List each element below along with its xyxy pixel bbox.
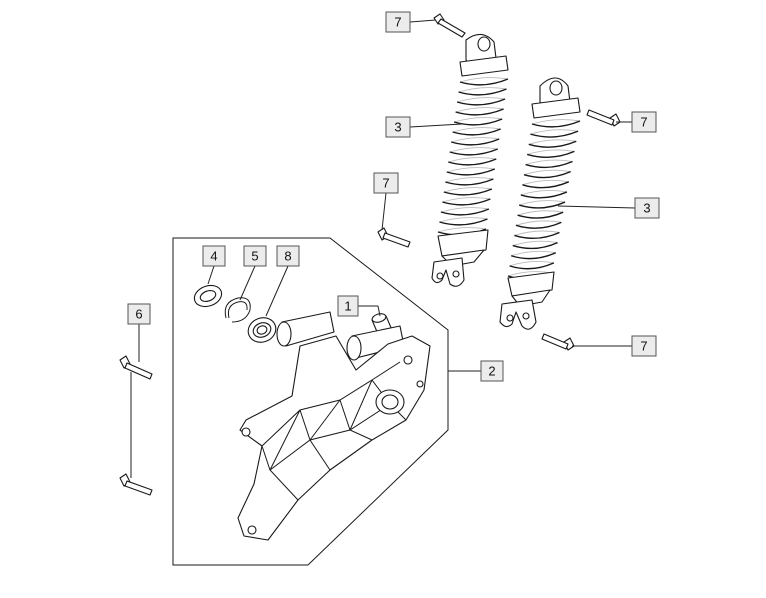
callout-7-right-upper: 7 (631, 111, 657, 133)
spring-coil-back (527, 149, 575, 155)
spring-coil (523, 171, 571, 179)
svg-text:3: 3 (394, 120, 401, 135)
callout-3-right: 3 (634, 197, 660, 219)
spring-coil (456, 98, 506, 106)
spring-coil-back (451, 137, 500, 143)
spring-coil (514, 231, 560, 240)
spring-coil-back (452, 127, 501, 133)
spring-coil-back (439, 217, 488, 223)
spring-coil (515, 221, 562, 229)
svg-text:1: 1 (344, 299, 351, 314)
svg-text:6: 6 (135, 307, 142, 322)
spring-coil-back (445, 177, 494, 183)
spring-coil (525, 160, 573, 169)
svg-text:2: 2 (488, 364, 495, 379)
spring-coil-back (512, 240, 558, 247)
spring-coil-back (523, 169, 571, 176)
spring-coil-back (515, 220, 562, 226)
spring-coil-back (456, 97, 506, 103)
spring-coil-back (449, 147, 498, 153)
spring-coil-back (519, 200, 566, 206)
spring-coil (520, 191, 568, 199)
callout-1: 1 (337, 295, 359, 317)
spring-coil (458, 88, 507, 96)
callout-8: 8 (276, 245, 300, 267)
spring-coil (442, 198, 491, 206)
callout-4: 4 (202, 245, 226, 267)
spring-coil-back (454, 117, 503, 123)
shock-absorber-left (431, 33, 509, 287)
spring-coil (531, 120, 581, 128)
spring-coil (448, 158, 497, 166)
svg-text:7: 7 (640, 115, 647, 130)
spring-coil (440, 208, 490, 216)
spring-coil-back (455, 107, 504, 113)
spring-coil (509, 262, 555, 270)
spring-coil (527, 150, 575, 158)
spring-coil-back (514, 230, 560, 236)
washer-icon (193, 284, 223, 308)
spring-coil-back (440, 207, 490, 213)
callout-3-left: 3 (385, 116, 411, 138)
svg-text:3: 3 (643, 201, 650, 216)
svg-text:7: 7 (640, 339, 647, 354)
spring-coil (449, 148, 499, 156)
callout-7-right-lower: 7 (631, 335, 657, 357)
spring-coil (517, 211, 564, 219)
svg-text:7: 7 (394, 15, 401, 30)
callout-5: 5 (243, 245, 267, 267)
svg-text:4: 4 (210, 249, 217, 264)
bearing-icon (247, 317, 277, 343)
circlip-icon (224, 297, 251, 323)
svg-text:5: 5 (251, 249, 258, 264)
spring-coil-back (459, 77, 509, 83)
spring-coil (443, 188, 493, 196)
spring-coil-back (522, 179, 569, 186)
spring-coil-back (531, 119, 581, 125)
spring-coil (528, 140, 577, 148)
spring-coil-back (525, 159, 573, 165)
swingarm-bracket-icon (237, 311, 431, 541)
spring-coil-back (528, 139, 577, 145)
callout-6: 6 (127, 303, 151, 325)
spring-coil-back (509, 260, 554, 267)
spring-coil-back (517, 210, 564, 216)
assembly-boundary (172, 237, 449, 566)
spring-coil-back (446, 167, 495, 173)
callout-7-top: 7 (385, 11, 411, 33)
spring-coil (455, 108, 504, 116)
bolt-right-upper-icon (586, 109, 621, 127)
shock-absorber-right (499, 77, 581, 330)
spring-coil (445, 178, 494, 186)
leader-lines (130, 19, 636, 478)
bolt-pair-icon (119, 355, 153, 496)
spring-coil (510, 252, 557, 260)
callout-2: 2 (480, 360, 504, 382)
bolt-mid-icon (377, 227, 411, 248)
spring-coil-back (443, 187, 492, 193)
spring-coil-back (520, 190, 568, 196)
spring-coil-back (458, 87, 507, 93)
spring-coil (453, 118, 503, 126)
spring-coil (451, 138, 500, 146)
svg-text:8: 8 (284, 249, 291, 264)
spring-coil-back (442, 197, 491, 203)
callout-7-mid: 7 (373, 172, 399, 194)
svg-text:7: 7 (382, 176, 389, 191)
spring-coil-back (511, 250, 556, 257)
bolt-top-icon (433, 13, 466, 38)
spring-coil-back (437, 227, 487, 233)
spring-coil (459, 78, 509, 86)
spring-coil (439, 218, 488, 226)
spring-coil (446, 168, 496, 176)
spring-coil (522, 181, 570, 189)
spring-coil (518, 201, 566, 209)
bolt-right-lower-icon (541, 333, 575, 351)
spring-coil-back (530, 129, 579, 135)
spring-coil (530, 130, 579, 138)
spring-coil (512, 241, 558, 250)
spring-coil (452, 128, 501, 136)
spring-coil-back (448, 157, 497, 163)
